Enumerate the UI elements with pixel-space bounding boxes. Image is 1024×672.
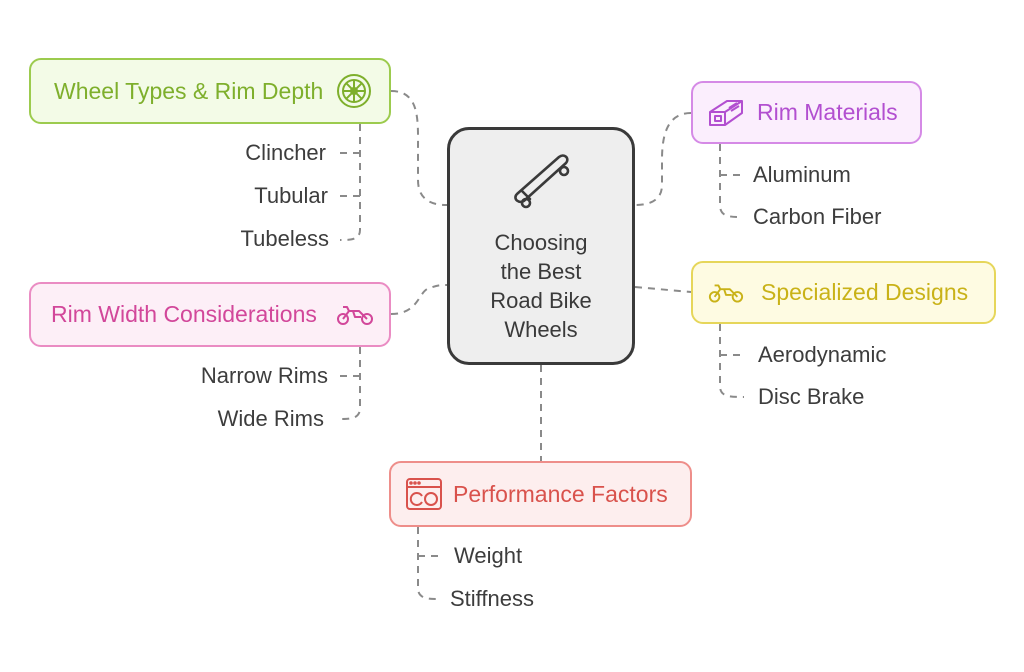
item-aluminum: Aluminum: [753, 162, 851, 187]
branch-rim-materials: Rim Materials: [691, 81, 922, 144]
item-clincher: Clincher: [245, 140, 326, 165]
item-stiffness: Stiffness: [450, 586, 534, 611]
branch-rim-width-label: Rim Width Considerations: [51, 301, 317, 327]
connector-rim-width: [390, 284, 448, 315]
skateboard-icon: [509, 149, 573, 214]
branch-performance-label: Performance Factors: [453, 480, 668, 507]
branch-wheel-types: Wheel Types & Rim Depth: [29, 58, 391, 124]
gauge-window-icon: [405, 477, 443, 511]
connector-clincher: [339, 124, 361, 241]
branch-specialized-designs: Specialized Designs: [691, 261, 996, 324]
item-narrow-rims: Narrow Rims: [200, 363, 328, 388]
branch-performance-factors: Performance Factors: [389, 461, 692, 527]
connector-rim-materials: [634, 112, 692, 206]
item-tubular: Tubular: [254, 183, 328, 208]
item-aerodynamic: Aerodynamic: [758, 342, 887, 367]
central-topic: Choosing the Best Road Bike Wheels: [447, 127, 635, 365]
branch-wheel-types-label: Wheel Types & Rim Depth: [54, 77, 324, 104]
material-block-icon: [707, 96, 745, 130]
item-carbon-fiber: Carbon Fiber: [753, 204, 882, 229]
item-tubeless: Tubeless: [240, 226, 329, 251]
connector-aluminum: [719, 144, 743, 218]
branch-rim-width: Rim Width Considerations: [29, 282, 391, 347]
connector-aerodynamic: [719, 324, 745, 398]
connector-weight: [417, 527, 441, 600]
item-wide-rims: Wide Rims: [217, 406, 324, 431]
motorcycle-icon: [335, 302, 375, 328]
connector-specialized: [634, 286, 692, 293]
central-topic-title: Choosing the Best Road Bike Wheels: [490, 229, 592, 342]
motorcycle-icon: [707, 280, 745, 306]
branch-rim-materials-label: Rim Materials: [757, 99, 898, 125]
connector-narrow: [339, 347, 361, 420]
branch-specialized-label: Specialized Designs: [761, 279, 969, 305]
connector-wheel-types: [390, 90, 448, 206]
item-weight: Weight: [454, 543, 523, 568]
wheel-icon: [335, 72, 373, 110]
item-disc-brake: Disc Brake: [758, 384, 865, 409]
